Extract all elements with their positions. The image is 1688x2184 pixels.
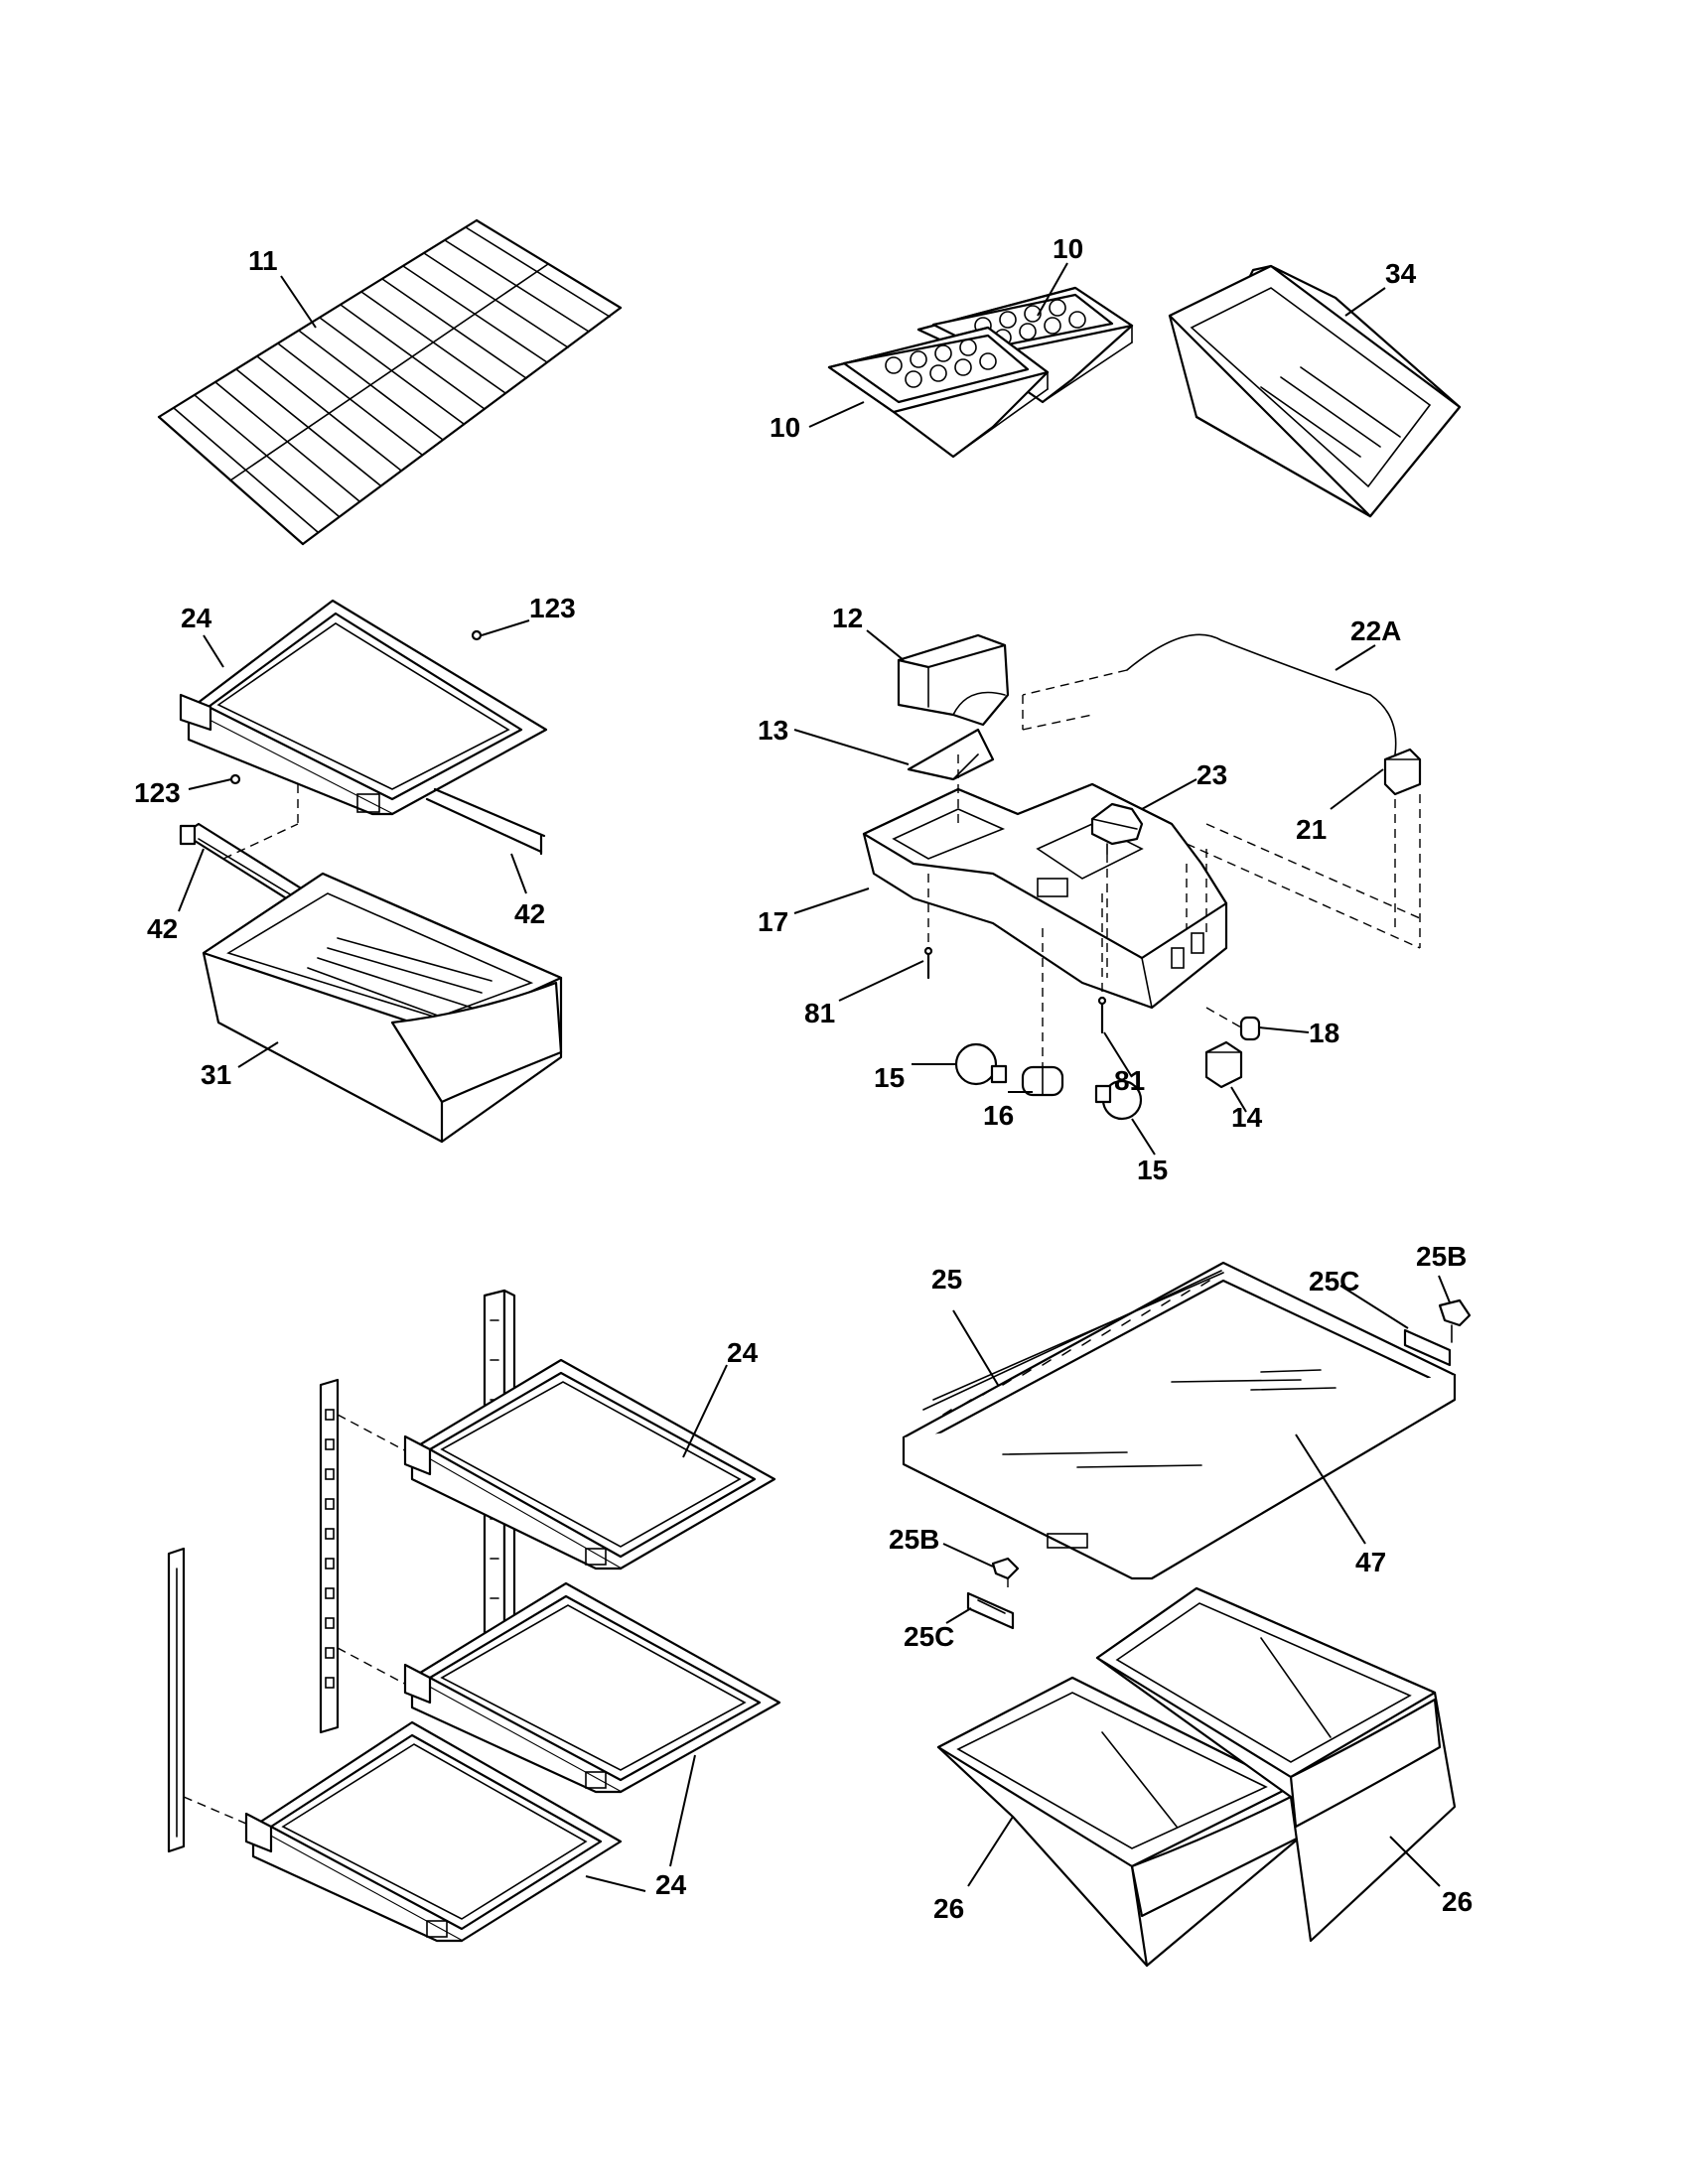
switch-14 [1204, 1040, 1243, 1089]
glass-shelf-24-lower [244, 1720, 623, 1943]
shelf-rail-middle [319, 1378, 340, 1734]
knob-25B-right [1438, 1298, 1472, 1343]
rail-connectors [183, 1414, 413, 1828]
knob-25B-left [991, 1557, 1020, 1593]
callout-81-right: 81 [1114, 1065, 1145, 1096]
thermostat-23 [1090, 802, 1144, 978]
crisper-drawer-26-right [1095, 1586, 1457, 1943]
crisper-drawer-31 [202, 872, 563, 1144]
callout-18: 18 [1309, 1018, 1339, 1048]
callout-25C-right: 25C [1309, 1266, 1359, 1297]
glass-shelf-24-top-left [179, 599, 548, 856]
clip-25C-left [966, 1591, 1015, 1630]
callout-42-left: 42 [147, 913, 178, 944]
ice-bin-34 [1168, 264, 1462, 518]
switch-21 [1383, 748, 1422, 796]
ice-tray-10-front [827, 326, 1050, 459]
callout-24-top: 24 [181, 603, 212, 633]
callout-81-left: 81 [804, 998, 835, 1028]
ice-chute-12 [897, 633, 1010, 727]
callout-25B-left: 25B [889, 1524, 939, 1555]
callout-123-lower: 123 [134, 777, 181, 808]
callout-15-left: 15 [874, 1062, 905, 1093]
callout-42-right: 42 [514, 898, 545, 929]
socket-16 [1021, 1065, 1064, 1097]
screw-123-upper [471, 629, 483, 641]
callout-26-left: 26 [933, 1893, 964, 1924]
callout-15-right: 15 [1137, 1155, 1168, 1185]
crisper-drawer-26-left [936, 1676, 1303, 1968]
callout-24-bottom-top: 24 [727, 1337, 759, 1368]
leader-lines [178, 262, 1451, 1892]
callout-34: 34 [1385, 258, 1417, 289]
callout-11: 11 [248, 245, 278, 276]
callout-16: 16 [983, 1100, 1014, 1131]
flap-13 [907, 728, 995, 781]
bulb-15-right [1094, 1079, 1143, 1121]
callout-47: 47 [1355, 1547, 1386, 1577]
callout-23: 23 [1196, 759, 1227, 790]
shelf-rail-left [167, 1547, 186, 1853]
bulb-15-left [954, 1042, 1008, 1086]
callout-31: 31 [201, 1059, 231, 1090]
callout-10-back: 10 [1053, 233, 1083, 264]
wire-harness-22A [1022, 633, 1397, 755]
callout-25B-right: 25B [1416, 1241, 1467, 1272]
crisper-cover-25 [902, 1261, 1457, 1580]
screw-81-left [923, 946, 933, 980]
clip-25C-right [1403, 1328, 1452, 1367]
screw-81-right [1097, 996, 1107, 1034]
callout-25: 25 [931, 1264, 962, 1295]
callout-12: 12 [832, 603, 863, 633]
callout-21: 21 [1296, 814, 1327, 845]
callout-14: 14 [1231, 1102, 1263, 1133]
crisper-glass-47 [1002, 1369, 1336, 1468]
callout-22A: 22A [1350, 615, 1401, 646]
knob-18 [1205, 1007, 1261, 1041]
callout-17: 17 [758, 906, 788, 937]
callout-25C-left: 25C [904, 1621, 954, 1652]
callout-26-right: 26 [1442, 1886, 1473, 1917]
screw-123-lower [229, 773, 241, 785]
glass-shelf-24-upper [403, 1358, 776, 1570]
callout-123-upper: 123 [529, 593, 576, 623]
callout-24-bottom-middle: 24 [655, 1869, 687, 1900]
glass-shelf-24-middle [403, 1581, 781, 1794]
callout-10-front: 10 [770, 412, 800, 443]
callout-labels: 11 10 10 34 24 123 123 42 42 31 12 22A 1… [134, 233, 1473, 1924]
wire-shelf-11 [157, 218, 623, 546]
callout-13: 13 [758, 715, 788, 746]
